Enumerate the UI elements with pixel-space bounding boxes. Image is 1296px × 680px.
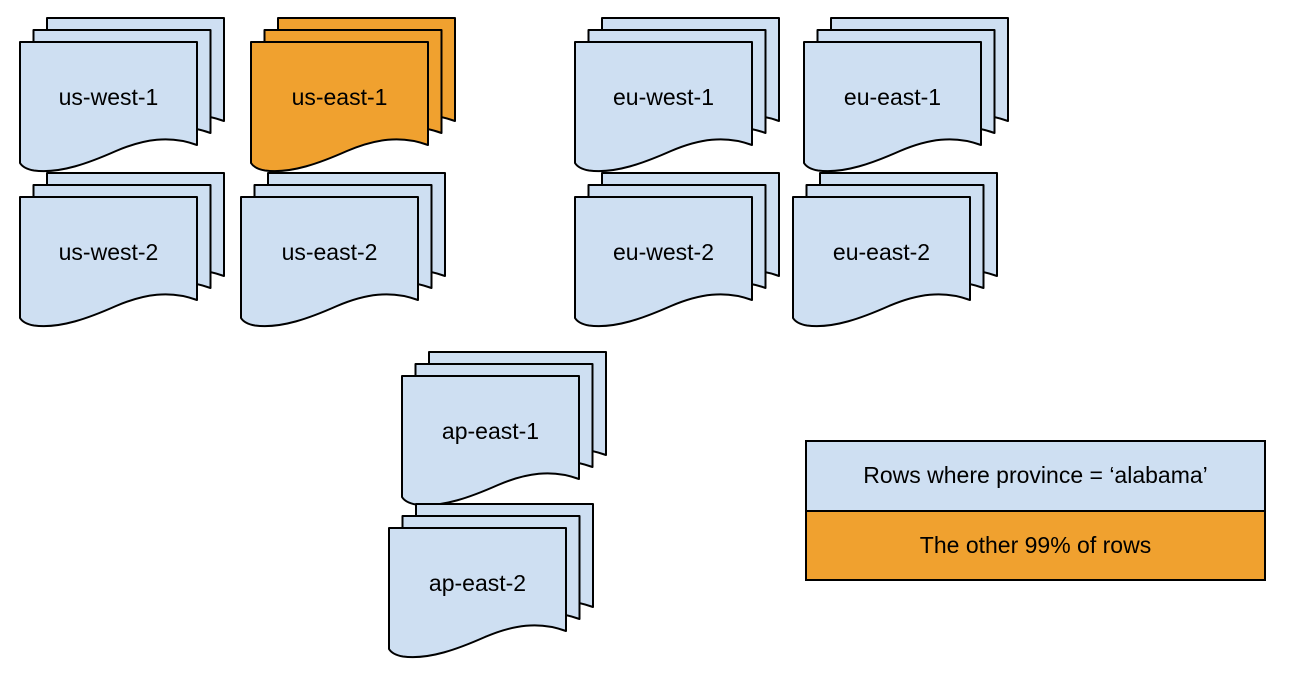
legend: Rows where province = ‘alabama’ The othe… [805, 440, 1266, 581]
region-stack-ap-east-2: ap-east-2 [388, 503, 594, 661]
region-stack-us-west-1: us-west-1 [19, 17, 225, 175]
region-stack-eu-west-1: eu-west-1 [574, 17, 780, 175]
region-stack-us-west-2: us-west-2 [19, 172, 225, 330]
region-stack-us-east-2: us-east-2 [240, 172, 446, 330]
region-stack-eu-west-2: eu-west-2 [574, 172, 780, 330]
region-label: us-west-2 [58, 238, 159, 265]
region-label: eu-east-1 [843, 83, 942, 110]
legend-item-other-rows: The other 99% of rows [807, 509, 1264, 579]
region-label: us-west-1 [58, 83, 159, 110]
region-label: ap-east-1 [441, 417, 540, 444]
legend-item-label: The other 99% of rows [919, 531, 1152, 558]
legend-item-alabama-rows: Rows where province = ‘alabama’ [807, 442, 1264, 510]
region-stack-ap-east-1: ap-east-1 [401, 351, 607, 509]
region-label: eu-east-2 [832, 238, 931, 265]
region-label: eu-west-1 [613, 83, 714, 110]
region-stack-eu-east-1: eu-east-1 [803, 17, 1009, 175]
region-stack-us-east-1: us-east-1 [250, 17, 456, 175]
region-label: us-east-2 [281, 238, 378, 265]
legend-item-label: Rows where province = ‘alabama’ [863, 462, 1208, 489]
region-stack-eu-east-2: eu-east-2 [792, 172, 998, 330]
region-label: us-east-1 [291, 83, 388, 110]
region-label: eu-west-2 [613, 238, 714, 265]
region-label: ap-east-2 [428, 569, 527, 596]
